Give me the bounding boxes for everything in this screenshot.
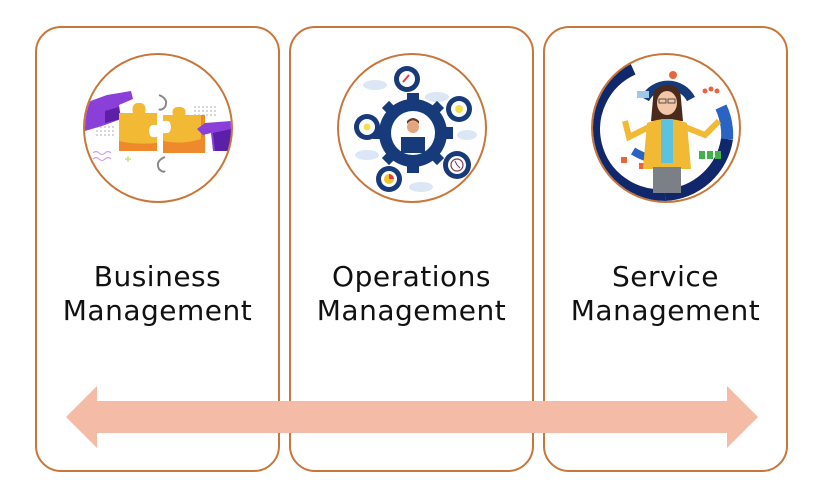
service-management-card: Service Management xyxy=(543,26,788,472)
double-headed-arrow xyxy=(66,386,758,448)
label-line-1: Business xyxy=(93,260,222,293)
service-icon-circle xyxy=(590,53,741,203)
operations-icon-circle xyxy=(336,53,487,203)
operations-management-label: Operations Management xyxy=(291,260,532,328)
label-line-2: Management xyxy=(570,294,761,327)
label-line-1: Operations xyxy=(332,260,491,293)
business-management-card: Business Management xyxy=(35,26,280,472)
label-line-1: Service xyxy=(612,260,719,293)
business-management-label: Business Management xyxy=(37,260,278,328)
gears-person-icon xyxy=(353,66,477,192)
label-line-2: Management xyxy=(62,294,253,327)
business-icon-circle xyxy=(82,53,233,203)
operations-management-card: Operations Management xyxy=(289,26,534,472)
label-line-2: Management xyxy=(316,294,507,327)
service-management-label: Service Management xyxy=(545,260,786,328)
puzzle-hands-icon xyxy=(84,91,231,173)
service-agent-icon xyxy=(592,63,733,201)
